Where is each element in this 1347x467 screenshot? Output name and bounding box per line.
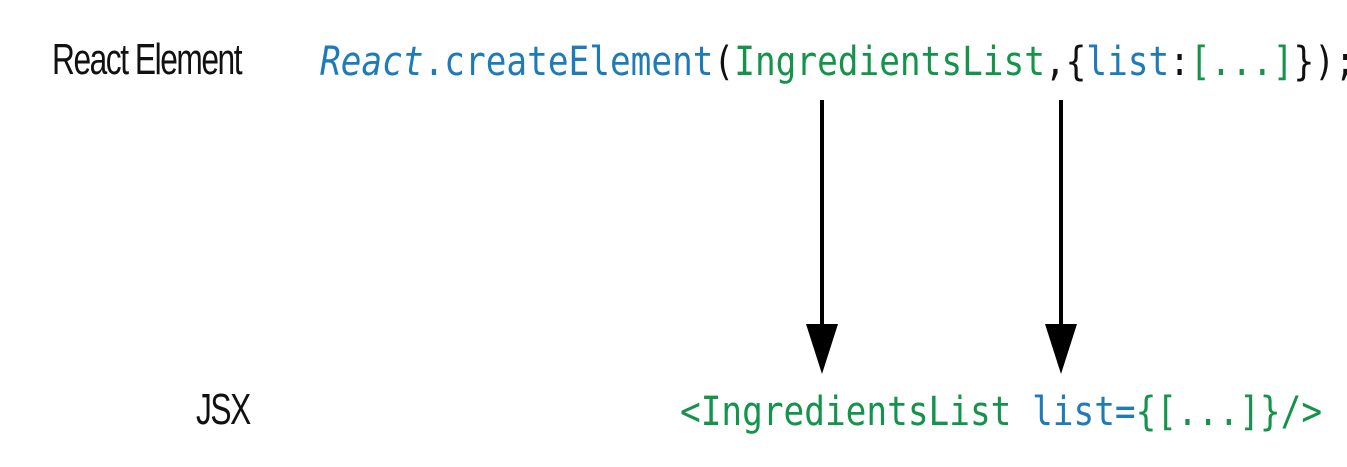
close-token: }); bbox=[1293, 39, 1347, 85]
react-element-code: React.createElement(IngredientsList,{lis… bbox=[320, 42, 1347, 82]
jsx-value: {[...]} bbox=[1135, 389, 1281, 435]
value-token: [...] bbox=[1189, 39, 1294, 85]
colon-token: : bbox=[1169, 39, 1190, 85]
component-token: IngredientsList bbox=[734, 39, 1045, 85]
open-brace-token: { bbox=[1065, 39, 1087, 85]
comma-token: , bbox=[1044, 39, 1066, 85]
jsx-close-tag: /> bbox=[1280, 389, 1323, 435]
component-arrow bbox=[806, 100, 838, 374]
jsx-open-tag: <IngredientsList bbox=[680, 389, 1012, 435]
prop-arrowhead bbox=[1045, 324, 1077, 374]
dot-token: . bbox=[423, 39, 445, 85]
create-element-token: createElement bbox=[444, 39, 714, 85]
react-element-label: React Element bbox=[52, 35, 242, 84]
jsx-prop: list= bbox=[1032, 389, 1136, 435]
component-arrowhead bbox=[806, 324, 838, 374]
jsx-label: JSX bbox=[196, 385, 251, 434]
prop-token: list bbox=[1086, 39, 1170, 85]
react-token: React bbox=[320, 39, 424, 85]
open-paren-token: ( bbox=[713, 39, 735, 85]
jsx-code: <IngredientsList list={[...]}/> bbox=[680, 392, 1322, 432]
prop-arrow bbox=[1045, 100, 1077, 374]
